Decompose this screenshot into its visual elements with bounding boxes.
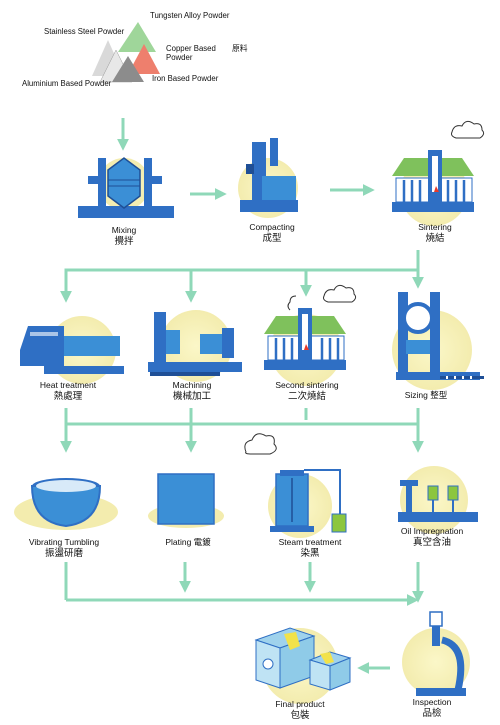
powder-piles bbox=[92, 22, 160, 83]
label-compacting-en: Compacting bbox=[249, 222, 295, 232]
label-tumbling-zh: 振盪研磨 bbox=[44, 548, 83, 559]
label-sizing: Sizing 整型 bbox=[396, 390, 456, 401]
label-heat-en: Heat treatment bbox=[39, 380, 97, 390]
copper-pile bbox=[128, 44, 160, 74]
second-sintering-furnace bbox=[264, 284, 357, 386]
label-second-zh: 二次燒結 bbox=[287, 391, 326, 402]
label-tungsten: Tungsten Alloy Powder bbox=[150, 11, 230, 20]
label-sintering-en: Sintering bbox=[418, 222, 452, 232]
iron-pile bbox=[112, 56, 144, 82]
machining-lathe bbox=[148, 310, 242, 382]
mixing-machine bbox=[78, 157, 174, 218]
label-compacting-zh: 成型 bbox=[262, 233, 282, 244]
label-steam-zh: 染黑 bbox=[300, 548, 320, 559]
flow-arrows bbox=[60, 118, 424, 674]
label-iron: Iron Based Powder bbox=[152, 74, 219, 83]
heat-treatment-furnace bbox=[20, 316, 124, 384]
label-final-zh: 包裝 bbox=[290, 710, 310, 721]
label-oil-en: Oil Impregnation bbox=[400, 526, 464, 536]
label-heat-zh: 熱處理 bbox=[53, 391, 83, 402]
label-plating: Plating 電鍍 bbox=[160, 537, 216, 548]
sintering-furnace bbox=[392, 120, 485, 226]
label-machining-en: Machining bbox=[172, 380, 212, 390]
final-product-boxes bbox=[254, 627, 352, 704]
label-sintering-zh: 燒結 bbox=[425, 233, 445, 244]
label-copper: Copper Based Powder bbox=[166, 44, 216, 62]
inspection-microscope bbox=[402, 611, 470, 696]
label-inspection-en: Inspection bbox=[412, 697, 452, 707]
label-second-en: Second sintering bbox=[275, 380, 339, 390]
label-tumbling-en: Vibrating Tumbling bbox=[28, 537, 100, 547]
label-aluminium: Aluminium Based Powder bbox=[22, 79, 112, 88]
label-mixing-zh: 攪拌 bbox=[114, 236, 134, 247]
label-machining-zh: 機械加工 bbox=[172, 391, 211, 402]
label-plating-en: Plating 電鍍 bbox=[165, 537, 211, 547]
label-steam-en: Steam treatment bbox=[278, 537, 342, 547]
label-sizing-en: Sizing 整型 bbox=[404, 390, 448, 400]
steam-treatment-unit bbox=[244, 433, 347, 538]
label-oil-zh: 真空含油 bbox=[412, 537, 451, 548]
tungsten-pile bbox=[118, 22, 156, 52]
sizing-press bbox=[392, 292, 484, 390]
label-inspection-zh: 品檢 bbox=[422, 708, 442, 719]
label-final-en: Final product bbox=[275, 699, 325, 709]
compacting-press bbox=[238, 138, 298, 218]
oil-impregnation-unit bbox=[398, 466, 478, 534]
plating-tank bbox=[148, 473, 224, 528]
arrow-branch-heat bbox=[60, 268, 418, 303]
label-raw-material: 原料 bbox=[232, 44, 248, 53]
vibrating-tumbler bbox=[14, 478, 118, 530]
label-mixing-en: Mixing bbox=[111, 225, 137, 235]
label-stainless: Stainless Steel Powder bbox=[44, 27, 125, 36]
